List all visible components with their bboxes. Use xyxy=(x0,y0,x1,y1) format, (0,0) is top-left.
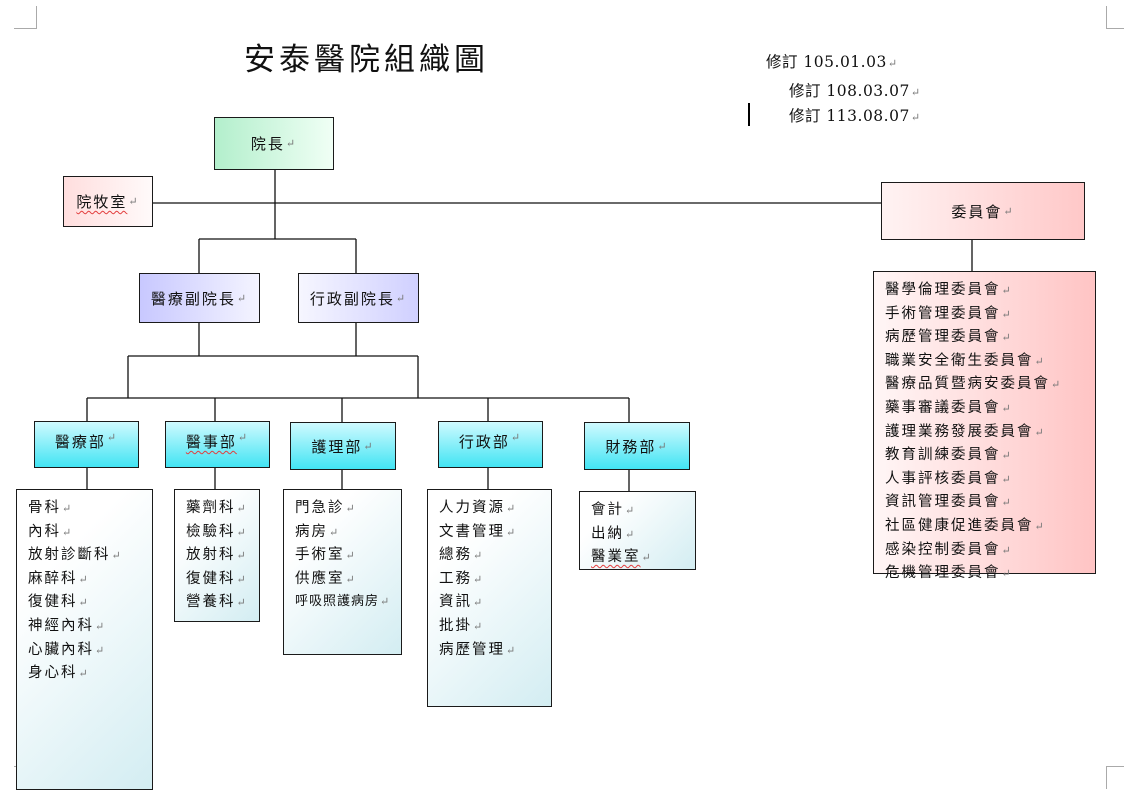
list-item[interactable]: 麻醉科↵ xyxy=(28,570,90,587)
committee-item[interactable]: 職業安全衛生委員會↵ xyxy=(885,352,1046,369)
list-item[interactable]: 出納↵ xyxy=(591,525,637,542)
list-item[interactable]: 資訊↵ xyxy=(439,594,485,611)
medical-department-list: 骨科↵ 內科↵ 放射診斷科↵ 麻醉科↵ 復健科↵ 神經內科↵ 心臟內科↵ 身心科… xyxy=(16,489,153,790)
list-item[interactable]: 工務↵ xyxy=(439,570,485,587)
admin-department-box[interactable]: 行政部↵ xyxy=(438,421,543,468)
committee-box[interactable]: 委員會↵ xyxy=(881,182,1085,240)
list-item[interactable]: 檢驗科↵ xyxy=(186,523,248,540)
list-item[interactable]: 內科↵ xyxy=(28,523,74,540)
list-item[interactable]: 營養科↵ xyxy=(186,594,248,611)
chaplain-box[interactable]: 院牧室↵ xyxy=(63,176,153,227)
list-item[interactable]: 供應室↵ xyxy=(295,570,357,587)
list-item[interactable]: 骨科↵ xyxy=(28,500,74,516)
committee-label: 委員會 xyxy=(951,202,1003,221)
list-item[interactable]: 醫業室↵ xyxy=(591,549,653,566)
crop-mark-top-right xyxy=(1106,6,1124,29)
list-item[interactable]: 批掛↵ xyxy=(439,617,485,634)
chaplain-label: 院牧室 xyxy=(76,193,128,211)
list-item[interactable]: 門急診↵ xyxy=(295,500,357,516)
list-item[interactable]: 病房↵ xyxy=(295,523,341,540)
list-item[interactable]: 心臟內科↵ xyxy=(28,641,107,658)
list-item[interactable]: 藥劑科↵ xyxy=(186,500,248,516)
list-item[interactable]: 身心科↵ xyxy=(28,665,90,682)
list-item[interactable]: 人力資源↵ xyxy=(439,500,518,516)
revision-note: 修訂 108.03.07↵ xyxy=(789,82,921,100)
committee-item[interactable]: 病歷管理委員會↵ xyxy=(885,329,1013,346)
committee-item[interactable]: 感染控制委員會↵ xyxy=(885,541,1013,558)
finance-department-label: 財務部 xyxy=(605,437,657,456)
medical-vice-president-label: 醫療副院長 xyxy=(150,289,236,308)
medical-department-label: 醫療部 xyxy=(54,433,106,451)
nursing-department-box[interactable]: 護理部↵ xyxy=(290,422,396,470)
medical-affairs-department-label: 醫事部 xyxy=(185,433,237,451)
committee-item[interactable]: 社區健康促進委員會↵ xyxy=(885,517,1046,534)
list-item[interactable]: 神經內科↵ xyxy=(28,617,107,634)
list-item[interactable]: 復健科↵ xyxy=(186,570,248,587)
medical-affairs-department-box[interactable]: 醫事部↵ xyxy=(165,421,270,468)
finance-department-box[interactable]: 財務部↵ xyxy=(584,422,690,470)
nursing-department-list: 門急診↵ 病房↵ 手術室↵ 供應室↵ 呼吸照護病房↵ xyxy=(283,489,402,655)
medical-vice-president-box[interactable]: 醫療副院長↵ xyxy=(139,273,260,323)
revision-note: 修訂 105.01.03↵ xyxy=(766,53,898,71)
committee-item[interactable]: 醫學倫理委員會↵ xyxy=(885,282,1013,298)
crop-mark-bottom-right xyxy=(1106,766,1124,789)
committee-item[interactable]: 資訊管理委員會↵ xyxy=(885,494,1013,511)
finance-department-list: 會計↵ 出納↵ 醫業室↵ xyxy=(579,491,696,570)
committee-list: 醫學倫理委員會↵ 手術管理委員會↵ 病歷管理委員會↵ 職業安全衛生委員會↵ 醫療… xyxy=(873,271,1096,581)
list-item[interactable]: 放射科↵ xyxy=(186,547,248,564)
list-item[interactable]: 文書管理↵ xyxy=(439,523,518,540)
list-item[interactable]: 放射診斷科↵ xyxy=(28,547,123,564)
committee-item[interactable]: 手術管理委員會↵ xyxy=(885,305,1013,322)
admin-department-list: 人力資源↵ 文書管理↵ 總務↵ 工務↵ 資訊↵ 批掛↵ 病歷管理↵ xyxy=(427,489,552,707)
list-item[interactable]: 總務↵ xyxy=(439,547,485,564)
president-box[interactable]: 院長↵ xyxy=(214,117,334,170)
list-item[interactable]: 復健科↵ xyxy=(28,594,90,611)
revision-note: 修訂 113.08.07↵ xyxy=(789,107,921,125)
committee-item[interactable]: 藥事審議委員會↵ xyxy=(885,399,1013,416)
committee-item[interactable]: 醫療品質暨病安委員會↵ xyxy=(885,376,1063,393)
list-item[interactable]: 會計↵ xyxy=(591,502,637,518)
crop-mark-top-left xyxy=(14,6,37,29)
president-label: 院長 xyxy=(250,135,285,153)
medical-affairs-department-list: 藥劑科↵ 檢驗科↵ 放射科↵ 復健科↵ 營養科↵ xyxy=(174,489,260,622)
committee-item[interactable]: 危機管理委員會↵ xyxy=(885,565,1013,582)
nursing-department-label: 護理部 xyxy=(311,437,363,456)
admin-vice-president-label: 行政副院長 xyxy=(309,289,395,308)
page-title: 安泰醫院組織圖 xyxy=(244,42,489,78)
committee-item[interactable]: 教育訓練委員會↵ xyxy=(885,447,1013,464)
medical-department-box[interactable]: 醫療部↵ xyxy=(34,421,139,468)
list-item[interactable]: 呼吸照護病房↵ xyxy=(295,594,391,610)
list-item[interactable]: 病歷管理↵ xyxy=(439,641,518,658)
committee-item[interactable]: 人事評核委員會↵ xyxy=(885,470,1013,487)
committee-item[interactable]: 護理業務發展委員會↵ xyxy=(885,423,1046,440)
list-item[interactable]: 手術室↵ xyxy=(295,547,357,564)
admin-department-label: 行政部 xyxy=(458,433,510,451)
admin-vice-president-box[interactable]: 行政副院長↵ xyxy=(298,273,419,323)
